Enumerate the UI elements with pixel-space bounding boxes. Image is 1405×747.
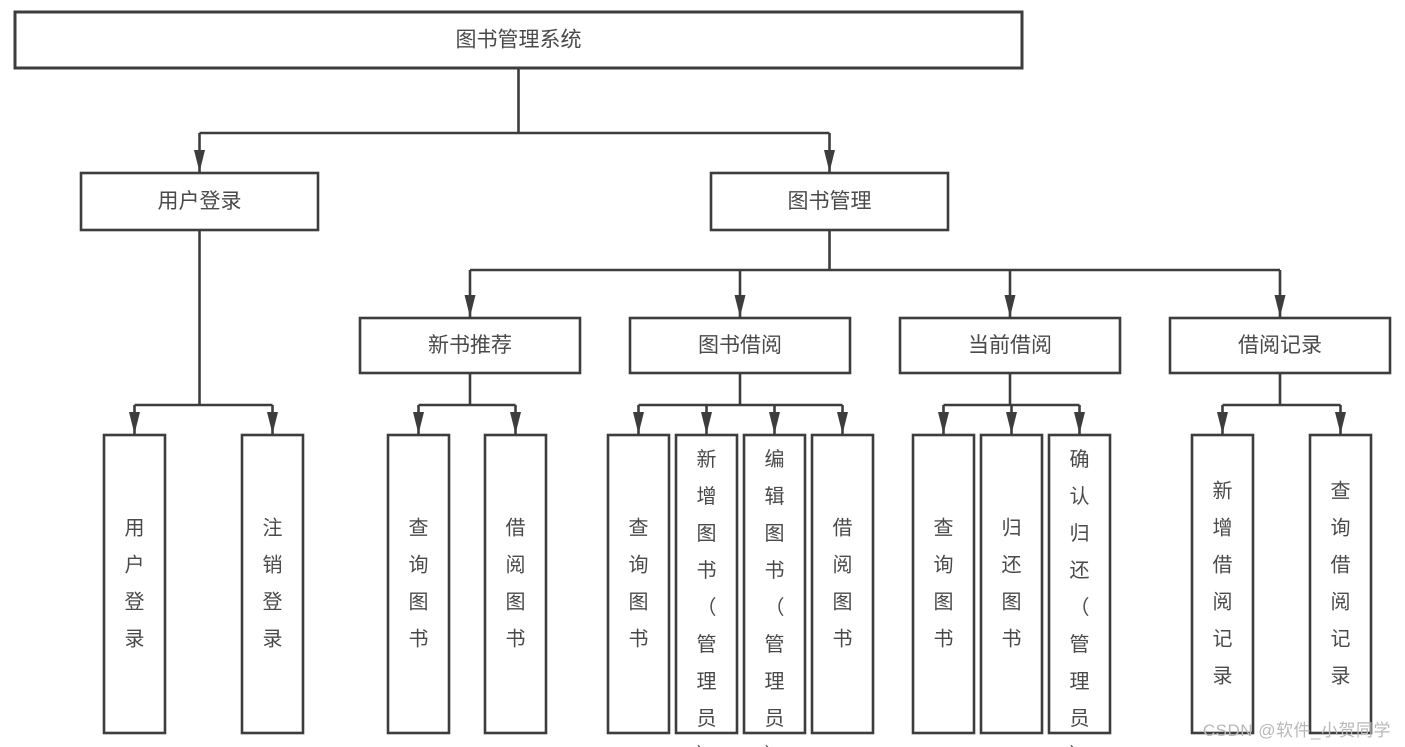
node-box[interactable] <box>911 433 976 735</box>
arrow-head-icon <box>734 295 746 317</box>
node-box[interactable] <box>1190 433 1255 735</box>
node-label: 查询图书 <box>629 517 649 651</box>
edge-group-root <box>194 68 835 172</box>
node-label: 新书推荐 <box>428 334 512 357</box>
leaf-node[interactable]: 新增图书（管理员） <box>674 433 739 747</box>
arrow-head-icon <box>701 412 712 434</box>
arrow-head-icon <box>194 150 205 172</box>
arrow-head-icon <box>1074 412 1085 434</box>
leaf-node[interactable]: 新增借阅记录 <box>1190 433 1255 735</box>
arrow-head-icon <box>938 412 949 434</box>
edge-group-new-book-rec <box>413 373 521 434</box>
arrow-head-icon <box>510 412 521 434</box>
node-label: 图书管理 <box>788 190 872 213</box>
arrow-head-icon <box>837 412 848 434</box>
node-label: 查询图书 <box>934 517 954 651</box>
leaf-node[interactable]: 注销登录 <box>240 433 305 735</box>
arrow-head-icon <box>1004 295 1016 317</box>
leaf-node[interactable]: 用户登录 <box>102 433 167 735</box>
leaf-node[interactable]: 借阅图书 <box>810 433 875 735</box>
root-node[interactable]: 图书管理系统 <box>13 10 1024 70</box>
leaf-node[interactable]: 查询图书 <box>911 433 976 735</box>
level2-node[interactable]: 图书管理 <box>709 171 950 232</box>
node-box[interactable] <box>606 433 671 735</box>
node-box[interactable] <box>1168 316 1392 375</box>
node-label: 注销登录 <box>263 517 283 651</box>
node-label: 归还图书 <box>1002 517 1022 651</box>
node-box[interactable] <box>13 10 1024 70</box>
arrow-head-icon <box>1335 412 1346 434</box>
edge-group-user-login <box>129 230 278 434</box>
arrow-head-icon <box>129 412 140 434</box>
node-box[interactable] <box>810 433 875 735</box>
node-label: 用户登录 <box>158 190 242 213</box>
leaf-node[interactable]: 编辑图书（管理员） <box>742 433 807 747</box>
arrow-head-icon <box>1006 412 1017 434</box>
arrow-head-icon <box>1217 412 1228 434</box>
node-label: 确认归还（管理员） <box>1070 448 1090 747</box>
edge-group-book-borrow <box>633 373 848 434</box>
edge-group-borrow-record <box>1217 373 1346 434</box>
arrow-head-icon <box>633 412 644 434</box>
node-label: 查询图书 <box>409 517 429 651</box>
node-box[interactable] <box>1308 433 1373 735</box>
arrow-head-icon <box>464 295 476 317</box>
level3-node[interactable]: 图书借阅 <box>628 316 852 375</box>
csdn-watermark: CSDN @软件_小贺同学 <box>1202 721 1391 740</box>
level3-node[interactable]: 借阅记录 <box>1168 316 1392 375</box>
node-label: 图书管理系统 <box>456 29 582 52</box>
node-label: 新增借阅记录 <box>1213 480 1233 688</box>
level3-node[interactable]: 当前借阅 <box>898 316 1122 375</box>
node-box[interactable] <box>483 433 548 735</box>
leaf-node[interactable]: 归还图书 <box>979 433 1044 735</box>
leaf-node[interactable]: 查询图书 <box>606 433 671 735</box>
leaf-node[interactable]: 查询借阅记录 <box>1308 433 1373 735</box>
node-box[interactable] <box>979 433 1044 735</box>
node-box[interactable] <box>386 433 451 735</box>
node-box[interactable] <box>102 433 167 735</box>
leaf-node[interactable]: 借阅图书 <box>483 433 548 735</box>
level2-node[interactable]: 用户登录 <box>79 171 320 232</box>
node-box[interactable] <box>674 433 739 735</box>
level3-node[interactable]: 新书推荐 <box>358 316 582 375</box>
node-label: 用户登录 <box>125 518 145 651</box>
node-label: 新增图书（管理员） <box>697 448 717 747</box>
node-label: 借阅图书 <box>833 517 853 651</box>
node-label: 编辑图书（管理员） <box>765 448 785 747</box>
node-label: 借阅记录 <box>1238 334 1322 357</box>
arrow-head-icon <box>413 412 424 434</box>
node-box[interactable] <box>79 171 320 232</box>
arrow-head-icon <box>824 150 835 172</box>
connector-layer <box>129 68 1346 434</box>
node-box[interactable] <box>358 316 582 375</box>
arrow-head-icon <box>1274 295 1286 317</box>
leaf-node[interactable]: 查询图书 <box>386 433 451 735</box>
node-label: 当前借阅 <box>968 334 1052 357</box>
edge-group-current-borrow <box>938 373 1085 434</box>
node-box[interactable] <box>1047 433 1112 735</box>
node-box[interactable] <box>628 316 852 375</box>
node-label: 借阅图书 <box>506 517 526 651</box>
node-box[interactable] <box>709 171 950 232</box>
arrow-head-icon <box>267 412 278 434</box>
arrow-head-icon <box>769 412 780 434</box>
node-box[interactable] <box>240 433 305 735</box>
edge-group-book-manage <box>464 230 1286 317</box>
node-label: 查询借阅记录 <box>1331 480 1351 688</box>
node-box[interactable] <box>742 433 807 735</box>
node-layer: 图书管理系统用户登录图书管理新书推荐图书借阅当前借阅借阅记录用户登录注销登录查询… <box>13 10 1392 747</box>
leaf-node[interactable]: 确认归还（管理员） <box>1047 433 1112 747</box>
node-box[interactable] <box>898 316 1122 375</box>
node-label: 图书借阅 <box>698 334 782 357</box>
